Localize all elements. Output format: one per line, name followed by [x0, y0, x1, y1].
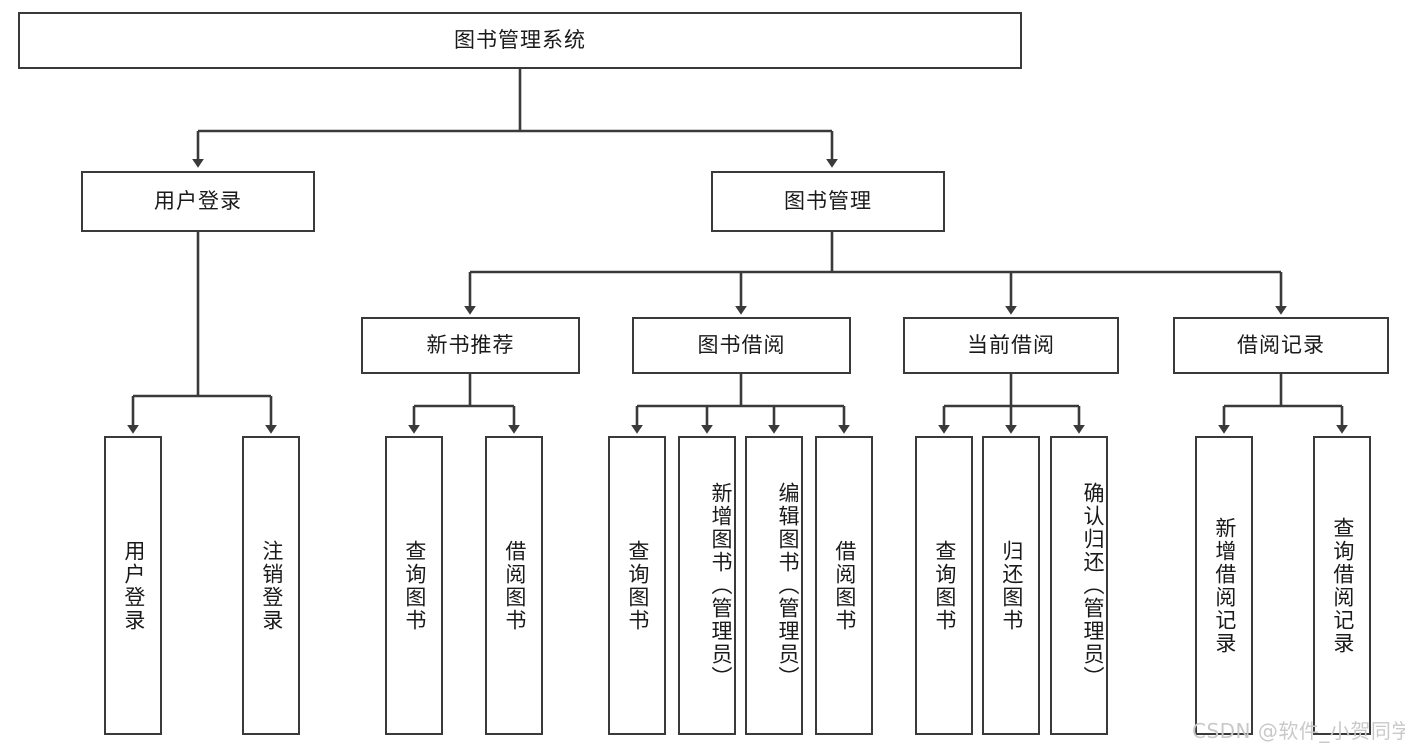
node-borrow-record[interactable]: 借阅记录 — [1173, 317, 1389, 374]
leaf-borrow-book-1[interactable]: 借阅图书 — [485, 436, 543, 735]
node-user-login[interactable]: 用户登录 — [81, 171, 315, 232]
leaf-borrow-book-2[interactable]: 借阅图书 — [815, 436, 873, 735]
leaf-logout[interactable]: 注销登录 — [242, 436, 300, 735]
node-book-management[interactable]: 图书管理 — [711, 171, 945, 232]
leaf-return-book[interactable]: 归还图书 — [982, 436, 1040, 735]
node-new-book-recommend[interactable]: 新书推荐 — [361, 317, 580, 374]
leaf-edit-book-admin[interactable]: 编辑图书（管理员） — [745, 436, 803, 735]
leaf-query-borrow-record[interactable]: 查询借阅记录 — [1313, 436, 1371, 735]
node-current-borrow[interactable]: 当前借阅 — [903, 317, 1119, 374]
leaf-query-book-3[interactable]: 查询图书 — [915, 436, 973, 735]
leaf-confirm-return[interactable]: 确认归还（管理员） — [1050, 436, 1108, 735]
csdn-watermark: CSDN @软件_小贺同学 — [1192, 719, 1405, 743]
leaf-query-book-1[interactable]: 查询图书 — [385, 436, 443, 735]
node-book-borrow[interactable]: 图书借阅 — [632, 317, 851, 374]
leaf-query-book-2[interactable]: 查询图书 — [608, 436, 666, 735]
node-root[interactable]: 图书管理系统 — [18, 12, 1022, 69]
leaf-user-login[interactable]: 用户登录 — [104, 436, 162, 735]
leaf-add-borrow-record[interactable]: 新增借阅记录 — [1195, 436, 1253, 735]
leaf-add-book-admin[interactable]: 新增图书（管理员） — [678, 436, 736, 735]
